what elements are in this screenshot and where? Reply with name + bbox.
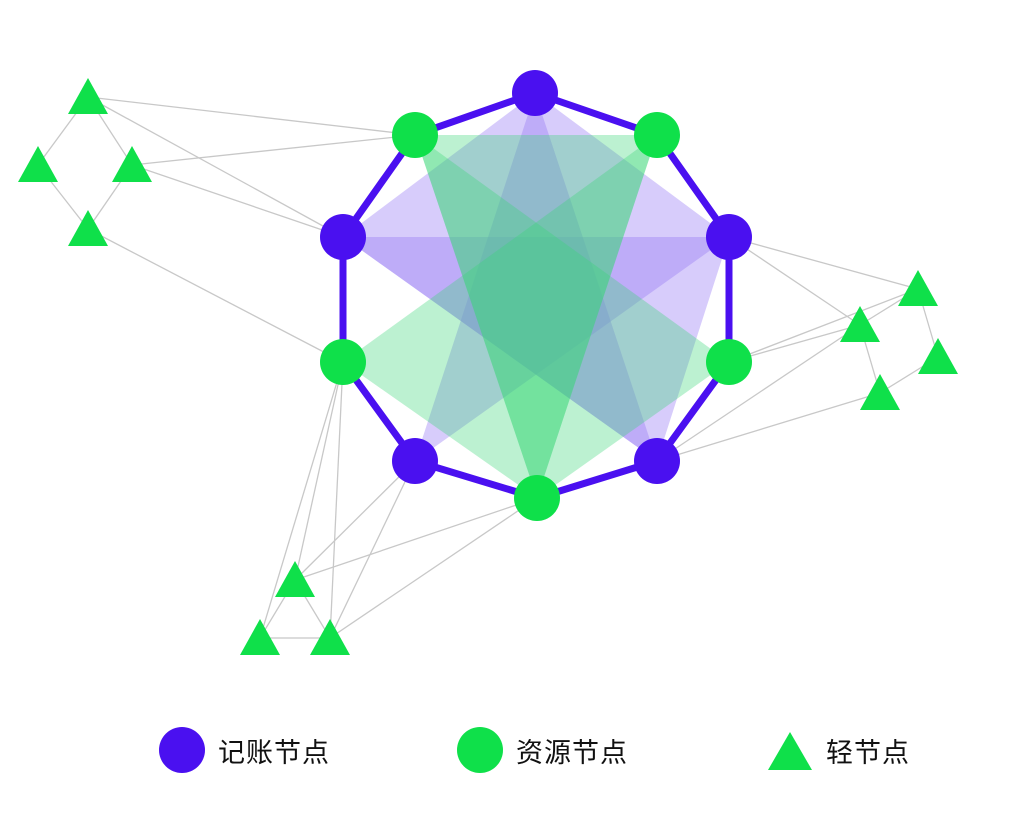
light-node	[112, 146, 152, 182]
resource-node	[634, 112, 680, 158]
resource-node	[320, 339, 366, 385]
purple-triangle-4	[343, 237, 729, 461]
legend-item-ledger: 记账节点	[158, 720, 330, 780]
legend-label-resource: 资源节点	[516, 737, 628, 769]
purple-triangle-3	[343, 93, 657, 461]
purple-triangle-1	[415, 93, 729, 461]
ledger-node	[706, 214, 752, 260]
resource-nodes	[320, 112, 752, 521]
light-node	[18, 146, 58, 182]
legend-item-light: 轻节点	[766, 720, 910, 780]
green-triangle-3	[415, 135, 729, 498]
light-node	[68, 210, 108, 246]
ledger-node	[634, 438, 680, 484]
light-node	[240, 619, 280, 655]
light-node	[898, 270, 938, 306]
ledger-node	[512, 70, 558, 116]
purple-triangle-2	[343, 237, 657, 461]
consensus-triangles	[343, 93, 729, 498]
network-diagram	[18, 70, 958, 655]
ledger-node-icon	[159, 727, 205, 773]
ledger-node	[392, 438, 438, 484]
resource-node	[706, 339, 752, 385]
resource-node	[392, 112, 438, 158]
resource-node-icon	[457, 727, 503, 773]
legend: 记账节点 资源节点 轻节点	[0, 720, 1009, 780]
legend-item-resource: 资源节点	[456, 720, 628, 780]
legend-label-light: 轻节点	[826, 737, 910, 769]
resource-node	[514, 475, 560, 521]
light-node	[275, 561, 315, 597]
green-triangle-1	[415, 135, 657, 498]
ledger-nodes	[320, 70, 752, 484]
green-triangle-2	[343, 135, 657, 498]
light-node	[918, 338, 958, 374]
light-node	[68, 78, 108, 114]
legend-label-ledger: 记账节点	[218, 737, 330, 769]
light-nodes	[18, 78, 958, 655]
ledger-node	[320, 214, 366, 260]
light-node	[840, 306, 880, 342]
light-node-icon	[768, 732, 812, 770]
light-node	[310, 619, 350, 655]
light-node	[860, 374, 900, 410]
